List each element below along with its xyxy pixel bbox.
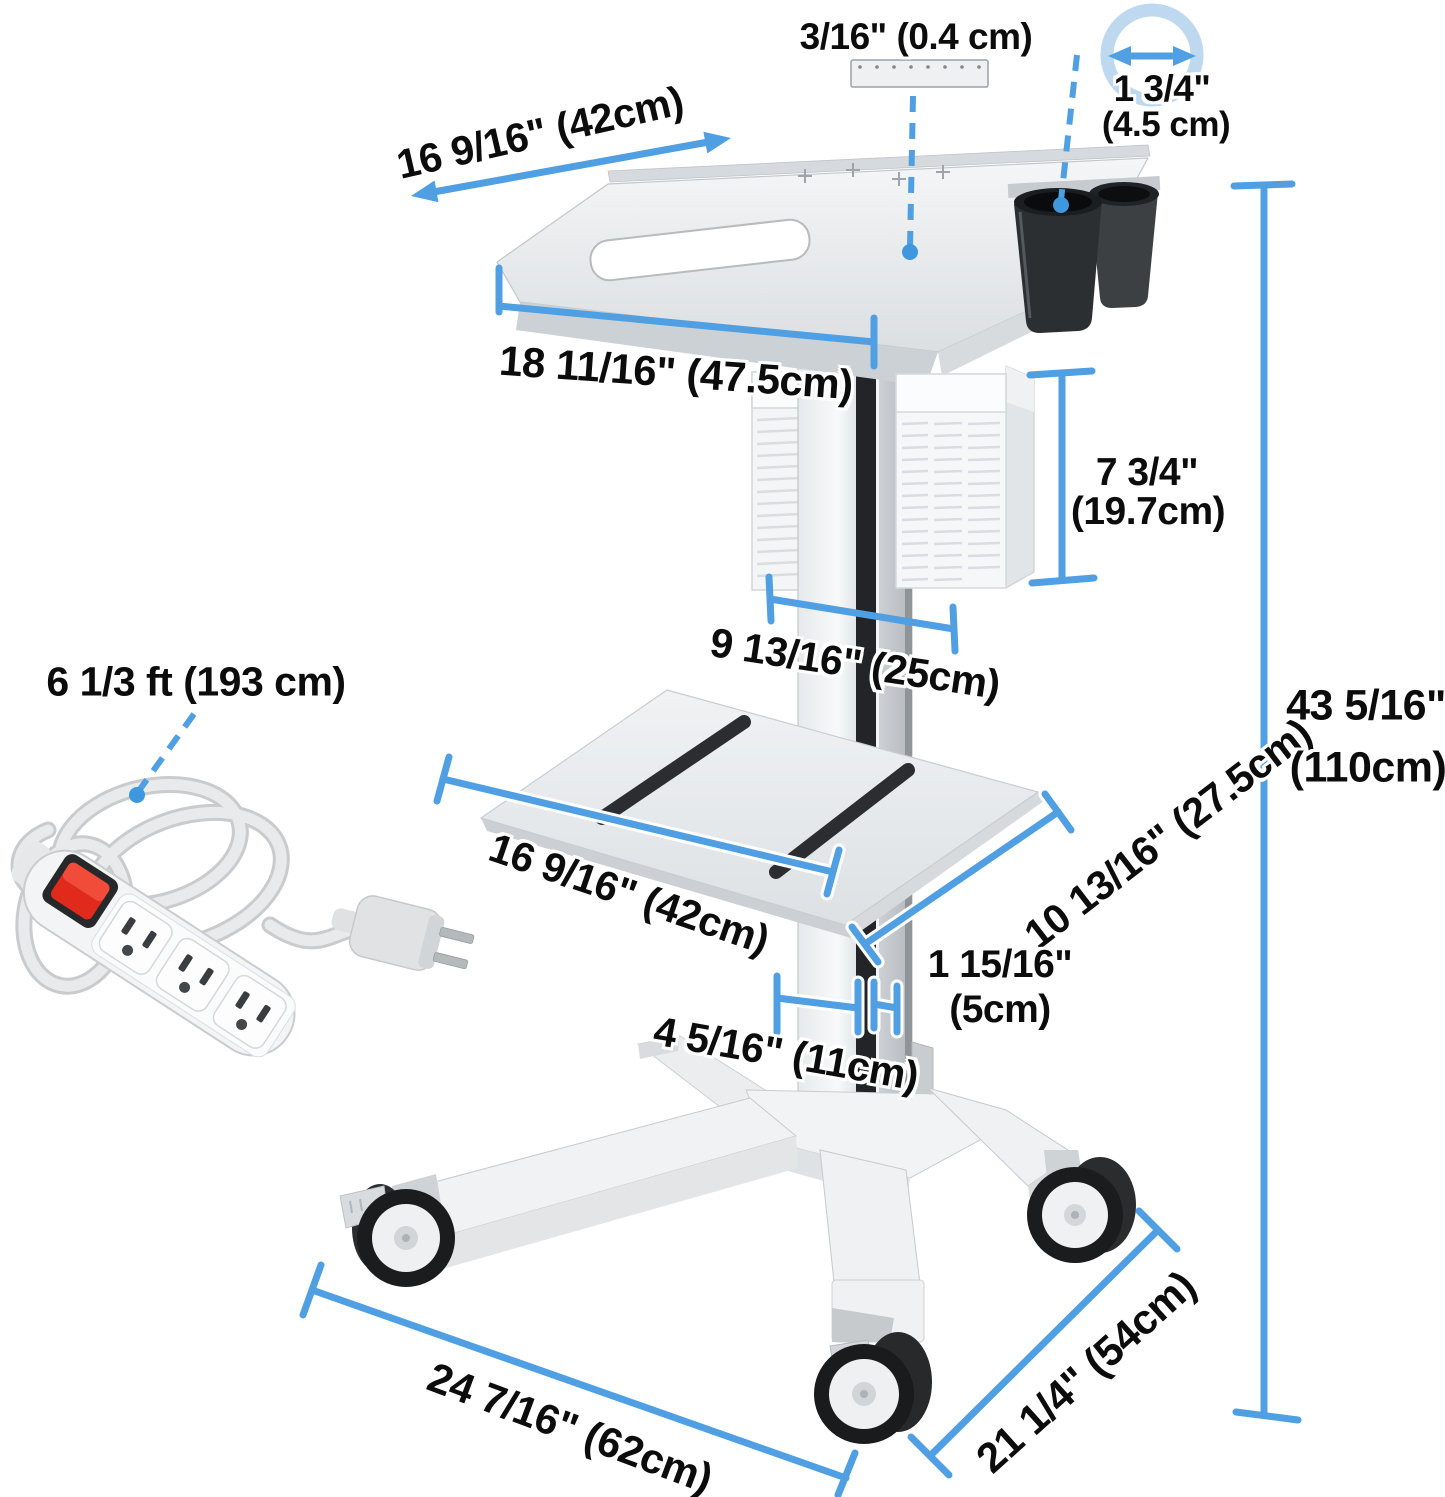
base-leg-front [819,1149,925,1343]
basket-louvres [901,421,1001,582]
label-overall-height-cm: (110cm) [1289,743,1445,792]
dimension-line-base-depth [907,1207,1181,1479]
caster-right [1027,1157,1136,1263]
caster-left [339,1174,455,1287]
power-strip [10,775,475,1058]
middle-shelf [480,689,1044,938]
label-cup-diameter-cm: (4.5 cm) [1101,105,1231,144]
label-cup-diameter-in: 1 3/4" [1113,68,1211,109]
label-basket-height-cm: (19.7cm) [1070,490,1226,533]
label-column-depth-cm: (5cm) [949,988,1051,1031]
storage-basket-right [895,365,1035,590]
dimension-line-plate-width [495,264,878,370]
label-overall-height-in: 43 5/16" [1286,681,1445,730]
power-plug [331,895,475,971]
label-basket-height-in: 7 3/4" [1095,451,1199,494]
leader-dot [129,787,145,803]
label-plate-thickness: 3/16" (0.4 cm) [799,16,1033,57]
dimension-line-shelf-depth [845,787,1078,969]
top-plate-screw-marks [798,163,950,186]
base [339,1087,1136,1444]
label-column-depth-in: 1 15/16" [927,943,1073,986]
dimension-line-plate-depth [411,131,731,203]
dimension-line-column-depth [867,975,904,1039]
cup-holders [1007,176,1161,333]
plug-prong [432,952,468,970]
outlet-3 [212,974,287,1049]
diameter-circle-icon [1100,3,1204,107]
top-plate-rear-lip [607,144,1151,183]
outlet-1 [98,900,173,975]
shelf-grip-strip [769,763,915,879]
thickness-plate-icon [850,59,989,88]
dimension-line-column-width [770,969,865,1039]
power-strip-body [11,841,296,1058]
dimension-line-basket-span [765,573,959,655]
outlet-2 [155,937,230,1012]
top-plate-front-edge [516,302,938,386]
power-switch [42,854,119,928]
dimension-line-basket-height [1026,367,1098,587]
leader-dot [902,244,918,260]
plug-prong [439,926,475,944]
leader-line-cup-diameter [1058,54,1080,201]
shelf-grip-strip [595,715,751,825]
leader-dot [1053,197,1069,213]
top-plate-handle-cutout [589,218,811,282]
dimension-line-base-width [299,1261,859,1497]
storage-basket-left [751,371,805,591]
label-cord-length: 6 1/3 ft (193 cm) [46,658,346,705]
cup-holder-rear [1089,182,1159,308]
dimension-line-overall-height [1230,180,1302,1424]
dimension-line-shelf-width [430,750,846,901]
caster-front [814,1332,932,1444]
